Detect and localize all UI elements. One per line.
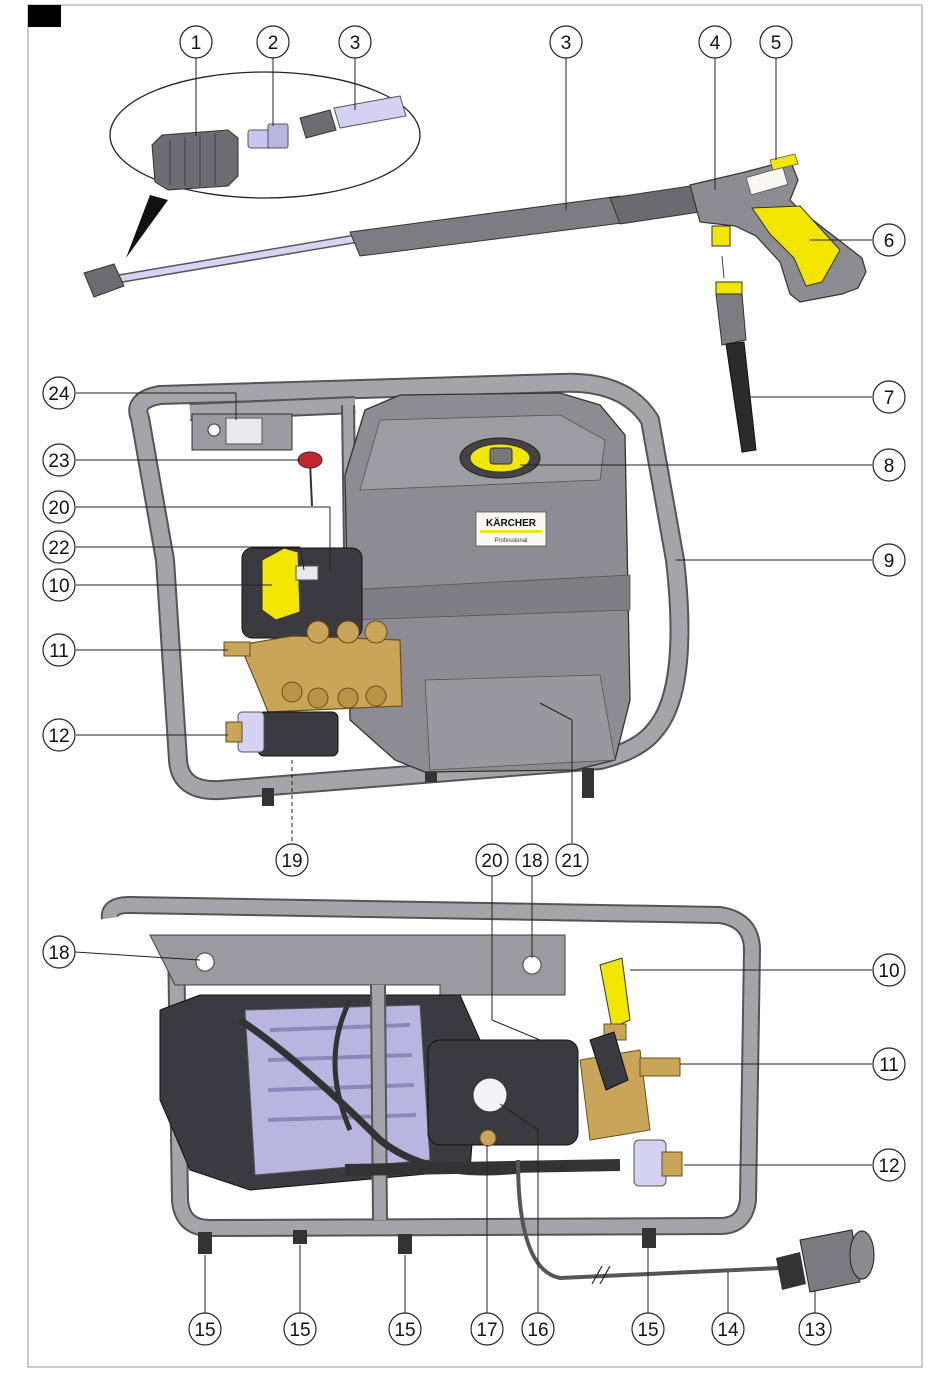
callout-label-23: 23 — [48, 451, 69, 472]
callout-label-13: 13 — [804, 1320, 825, 1341]
callout-label-15c: 15 — [394, 1320, 415, 1341]
callout-label-10b: 10 — [878, 961, 899, 982]
inset-pointer — [126, 195, 168, 258]
callout-label-10a: 10 — [48, 576, 69, 597]
callout-label-20b: 20 — [481, 851, 502, 872]
callout-label-16: 16 — [527, 1320, 548, 1341]
brand-label-name: KÄRCHER — [486, 516, 537, 529]
callout-label-1: 1 — [191, 33, 202, 54]
callout-label-3a: 3 — [350, 33, 361, 54]
callout-label-17: 17 — [476, 1320, 497, 1341]
callout-label-15b: 15 — [289, 1320, 310, 1341]
corner-marker — [28, 5, 61, 27]
callout-label-15d: 15 — [637, 1320, 658, 1341]
pressure-release-knob — [298, 452, 322, 506]
brand-label-tagline: Professional — [494, 538, 527, 544]
callout-label-12a: 12 — [48, 726, 69, 747]
machine-front-view: KÄRCHER Professional — [138, 383, 679, 806]
callout-label-20a: 20 — [48, 498, 69, 519]
lance-coupling-part — [300, 96, 406, 138]
callout-label-22: 22 — [48, 538, 69, 559]
type-plate — [226, 418, 262, 444]
callout-label-4: 4 — [710, 33, 721, 54]
trigger-gun — [690, 154, 866, 302]
callout-label-5: 5 — [771, 33, 782, 54]
mains-plug — [776, 1230, 874, 1292]
callout-label-18b: 18 — [521, 851, 542, 872]
callout-label-12b: 12 — [878, 1156, 899, 1177]
callout-label-15a: 15 — [194, 1320, 215, 1341]
nozzle-insert-part — [248, 124, 288, 148]
oil-sight-glass — [473, 1078, 507, 1112]
callout-label-6: 6 — [884, 231, 895, 252]
lance-nozzle — [84, 264, 124, 297]
callout-label-7: 7 — [884, 388, 895, 409]
callout-label-2: 2 — [268, 33, 279, 54]
callout-label-9: 9 — [884, 551, 895, 572]
callout-label-19: 19 — [281, 851, 302, 872]
callout-label-11a: 11 — [49, 641, 69, 662]
callout-label-14: 14 — [717, 1320, 739, 1341]
high-pressure-hose — [716, 256, 756, 452]
callout-label-3b: 3 — [561, 33, 572, 54]
callout-label-11b: 11 — [879, 1055, 899, 1076]
callout-label-24: 24 — [48, 384, 70, 405]
lance-grip — [350, 196, 630, 256]
motor-housing: KÄRCHER Professional — [345, 393, 630, 772]
callout-label-21: 21 — [561, 851, 582, 872]
callout-label-18a: 18 — [48, 943, 69, 964]
nozzle-nut-part — [152, 130, 238, 190]
callout-label-8: 8 — [884, 456, 895, 477]
